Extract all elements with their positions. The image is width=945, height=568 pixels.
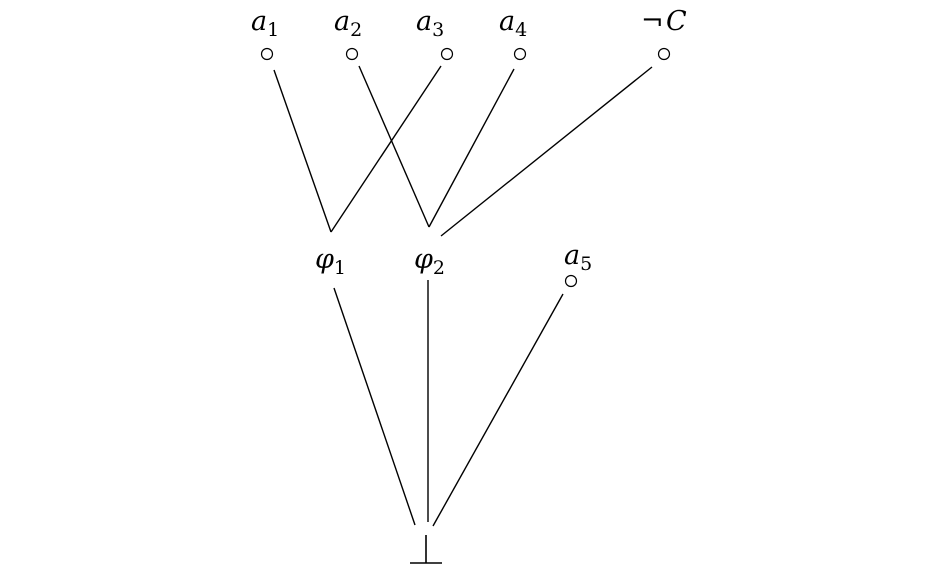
edge-a5-to-bottom xyxy=(432,293,564,527)
node-phi2: φ2 xyxy=(414,244,445,279)
edges-group xyxy=(273,65,653,527)
label-a2: a2 xyxy=(334,6,362,41)
hypothesis-marker-a5 xyxy=(564,274,578,288)
node-a5: a5 xyxy=(564,240,592,288)
edge-a3-to-phi1 xyxy=(330,65,442,233)
label-a4: a4 xyxy=(499,6,527,41)
hypothesis-marker-a3 xyxy=(440,47,454,61)
label-phi1: φ1 xyxy=(315,244,346,279)
edge-phi1-to-bottom xyxy=(333,287,416,526)
edge-notC-to-phi2 xyxy=(440,66,653,237)
edge-a4-to-phi2 xyxy=(428,68,515,228)
node-a1: a1 xyxy=(251,6,279,61)
hypothesis-marker-a1 xyxy=(260,47,274,61)
node-bottom: ⊥ xyxy=(410,535,442,564)
label-a1: a1 xyxy=(251,6,279,41)
negation-symbol: ¬ xyxy=(641,6,664,37)
hypothesis-marker-a4 xyxy=(513,47,527,61)
label-a3: a3 xyxy=(416,6,444,41)
node-phi1: φ1 xyxy=(315,244,346,279)
label-a5: a5 xyxy=(564,240,592,275)
node-a3: a3 xyxy=(416,6,454,61)
edge-a1-to-phi1 xyxy=(273,69,332,233)
node-a4: a4 xyxy=(499,6,527,61)
hypothesis-marker-a2 xyxy=(345,47,359,61)
edge-a2-to-phi2 xyxy=(358,65,430,228)
label-phi2: φ2 xyxy=(414,244,445,279)
node-not-c: ¬ C xyxy=(641,6,687,61)
hypothesis-marker-not-c xyxy=(657,47,671,61)
label-not-c: C xyxy=(666,6,687,37)
node-a2: a2 xyxy=(334,6,362,61)
